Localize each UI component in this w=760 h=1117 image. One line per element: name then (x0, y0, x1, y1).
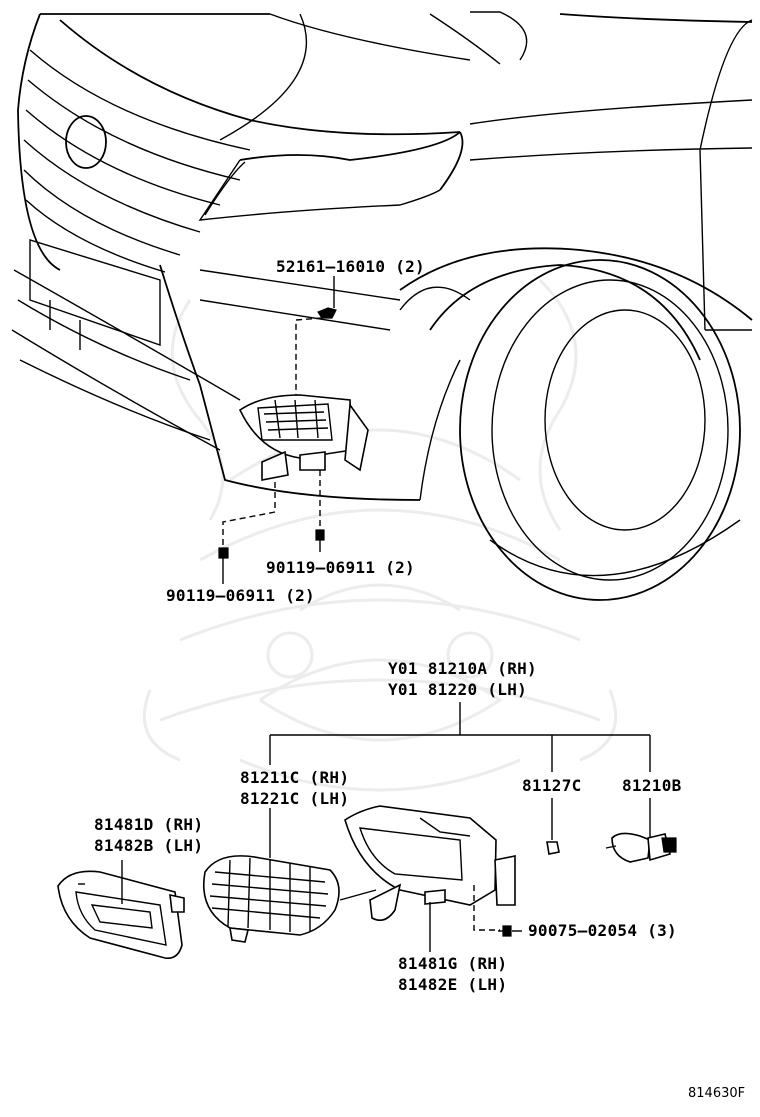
callout-screw-bottom: 90075–02054 (3) (528, 921, 677, 940)
callout-part-81127c: 81127C (522, 776, 582, 795)
callout-lens-rh: 81211C (RH) (240, 768, 350, 787)
callout-lens-lh: 81221C (LH) (240, 789, 350, 808)
clip-icon (546, 841, 560, 855)
callout-screw-left: 90119–06911 (2) (166, 586, 315, 605)
watermark-emblem (142, 278, 618, 792)
callout-bracket-rh: 81481G (RH) (398, 954, 508, 973)
bulb-icon (605, 832, 677, 863)
diagram-reference-number: 814630F (688, 1086, 746, 1101)
installed-fog-lamp (238, 394, 369, 481)
fog-lamp-lens (203, 855, 340, 943)
screw-icon (315, 529, 325, 552)
screw-icon (498, 925, 512, 937)
callout-cover-lh: 81482B (LH) (94, 836, 204, 855)
callout-bracket-lh: 81482E (LH) (398, 975, 508, 994)
callout-screw-center: 90119–06911 (2) (266, 558, 415, 577)
callout-bulb: 81210B (622, 776, 682, 795)
callout-assembly-lh: Y01 81220 (LH) (388, 680, 528, 699)
fog-lamp-housing (344, 805, 516, 921)
screw-icon (218, 547, 229, 574)
clip-icon (317, 307, 337, 319)
callout-cover-rh: 81481D (RH) (94, 815, 204, 834)
callout-assembly-rh: Y01 81210A (RH) (388, 659, 537, 678)
vehicle-front-illustration (11, 11, 753, 601)
fog-lamp-cover (57, 870, 185, 960)
callout-clip-top: 52161–16010 (2) (276, 257, 425, 276)
